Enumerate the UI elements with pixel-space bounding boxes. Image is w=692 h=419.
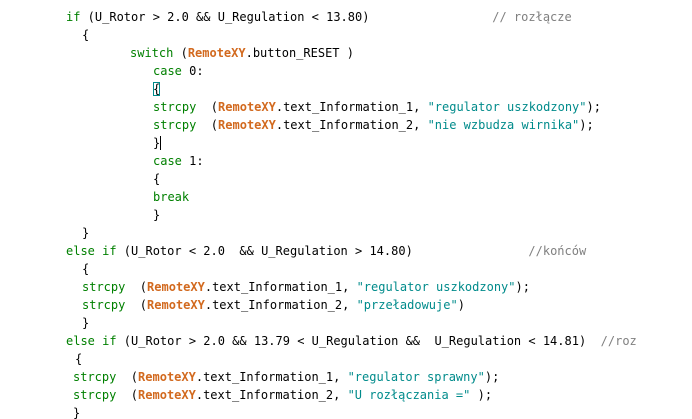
code-line[interactable]: { (82, 260, 89, 278)
code-keyword: case (153, 64, 182, 78)
code-keyword: switch (130, 46, 174, 60)
code-string: "regulator sprawny" (347, 370, 485, 384)
code-string: "U rozłączania =" (347, 388, 471, 402)
code-line[interactable]: strcpy (RemoteXY.text_Information_2, "pr… (82, 296, 465, 314)
code-keyword: strcpy (153, 118, 197, 132)
code-line[interactable]: case 0: (153, 62, 204, 80)
code-text: .text_Information_2, (204, 298, 357, 312)
code-line[interactable]: switch (RemoteXY.button_RESET ) (130, 44, 354, 62)
code-string: "przeładowuje" (356, 298, 458, 312)
code-text: .text_Information_1, (275, 100, 428, 114)
code-text: ( (196, 100, 219, 114)
code-text: ( (125, 280, 148, 294)
code-text: } (153, 136, 161, 150)
code-line[interactable]: } (153, 206, 160, 224)
code-line[interactable]: } (82, 314, 89, 332)
code-string: "regulator uszkodzony" (427, 100, 587, 114)
code-string: "regulator uszkodzony" (356, 280, 516, 294)
code-line[interactable]: { (153, 170, 160, 188)
code-comment: //roz (600, 334, 637, 348)
code-line[interactable]: { (153, 80, 161, 98)
code-line[interactable]: { (75, 350, 82, 368)
code-text: ); (470, 388, 493, 402)
code-text: .text_Information_2, (195, 388, 348, 402)
code-text: .button_RESET ) (245, 46, 354, 60)
code-text: } (153, 208, 161, 222)
code-text: } (73, 406, 81, 419)
code-text: } (82, 226, 90, 240)
code-identifier: RemoteXY (147, 298, 205, 312)
code-text: } (82, 316, 90, 330)
text-caret (160, 136, 161, 150)
code-text: ( (116, 388, 139, 402)
code-keyword: strcpy (73, 388, 117, 402)
code-text: { (75, 352, 83, 366)
code-comment: //końców (412, 244, 587, 258)
code-line[interactable]: else if (U_Rotor < 2.0 && U_Regulation >… (66, 242, 586, 260)
code-keyword: else if (66, 334, 117, 348)
code-line[interactable]: strcpy (RemoteXY.text_Information_1, "re… (82, 278, 530, 296)
code-text: ) (457, 298, 465, 312)
code-text: .text_Information_2, (275, 118, 428, 132)
code-keyword: break (153, 190, 190, 204)
code-keyword: strcpy (82, 280, 126, 294)
code-keyword: if (66, 10, 81, 24)
code-line[interactable]: else if (U_Rotor > 2.0 && 13.79 < U_Regu… (66, 332, 637, 350)
code-identifier: RemoteXY (218, 118, 276, 132)
code-line[interactable]: break (153, 188, 189, 206)
code-line[interactable]: strcpy (RemoteXY.text_Information_1, "re… (73, 368, 499, 386)
code-line[interactable]: } (82, 224, 89, 242)
code-text: { (82, 28, 90, 42)
code-keyword: strcpy (153, 100, 197, 114)
code-text: { (153, 172, 161, 186)
code-text: 1: (181, 154, 204, 168)
code-line[interactable]: } (153, 134, 160, 152)
code-identifier: RemoteXY (218, 100, 276, 114)
code-string: "nie wzbudza wirnika" (427, 118, 580, 132)
code-line[interactable]: strcpy (RemoteXY.text_Information_2, "U … (73, 386, 492, 404)
code-text: .text_Information_1, (195, 370, 348, 384)
code-identifier: RemoteXY (138, 370, 196, 384)
code-text: (U_Rotor > 2.0 && 13.79 < U_Regulation &… (116, 334, 601, 348)
code-text: 0: (181, 64, 204, 78)
code-keyword: case (153, 154, 182, 168)
code-line[interactable]: if (U_Rotor > 2.0 && U_Regulation < 13.8… (66, 8, 572, 26)
code-comment: // rozłącze (369, 10, 572, 24)
code-text: ( (196, 118, 219, 132)
code-text: (U_Rotor > 2.0 && U_Regulation < 13.80) (80, 10, 370, 24)
code-line[interactable]: strcpy (RemoteXY.text_Information_2, "ni… (153, 116, 594, 134)
code-line[interactable]: } (73, 404, 80, 419)
code-identifier: RemoteXY (147, 280, 205, 294)
code-identifier: RemoteXY (138, 388, 196, 402)
code-keyword: strcpy (73, 370, 117, 384)
code-text: { (82, 262, 90, 276)
code-keyword: strcpy (82, 298, 126, 312)
code-text: ); (579, 118, 594, 132)
matched-brace: { (153, 82, 161, 96)
code-text: ); (484, 370, 500, 384)
code-keyword: else if (66, 244, 117, 258)
code-text: (U_Rotor < 2.0 && U_Regulation > 14.80) (116, 244, 413, 258)
code-line[interactable]: { (82, 26, 89, 44)
code-text: ( (125, 298, 148, 312)
code-text: ( (116, 370, 139, 384)
code-text: ); (586, 100, 601, 114)
code-text: ( (173, 46, 188, 60)
code-text: .text_Information_1, (204, 280, 357, 294)
code-line[interactable]: case 1: (153, 152, 204, 170)
code-identifier: RemoteXY (187, 46, 246, 60)
code-text: ); (515, 280, 530, 294)
code-line[interactable]: strcpy (RemoteXY.text_Information_1, "re… (153, 98, 601, 116)
